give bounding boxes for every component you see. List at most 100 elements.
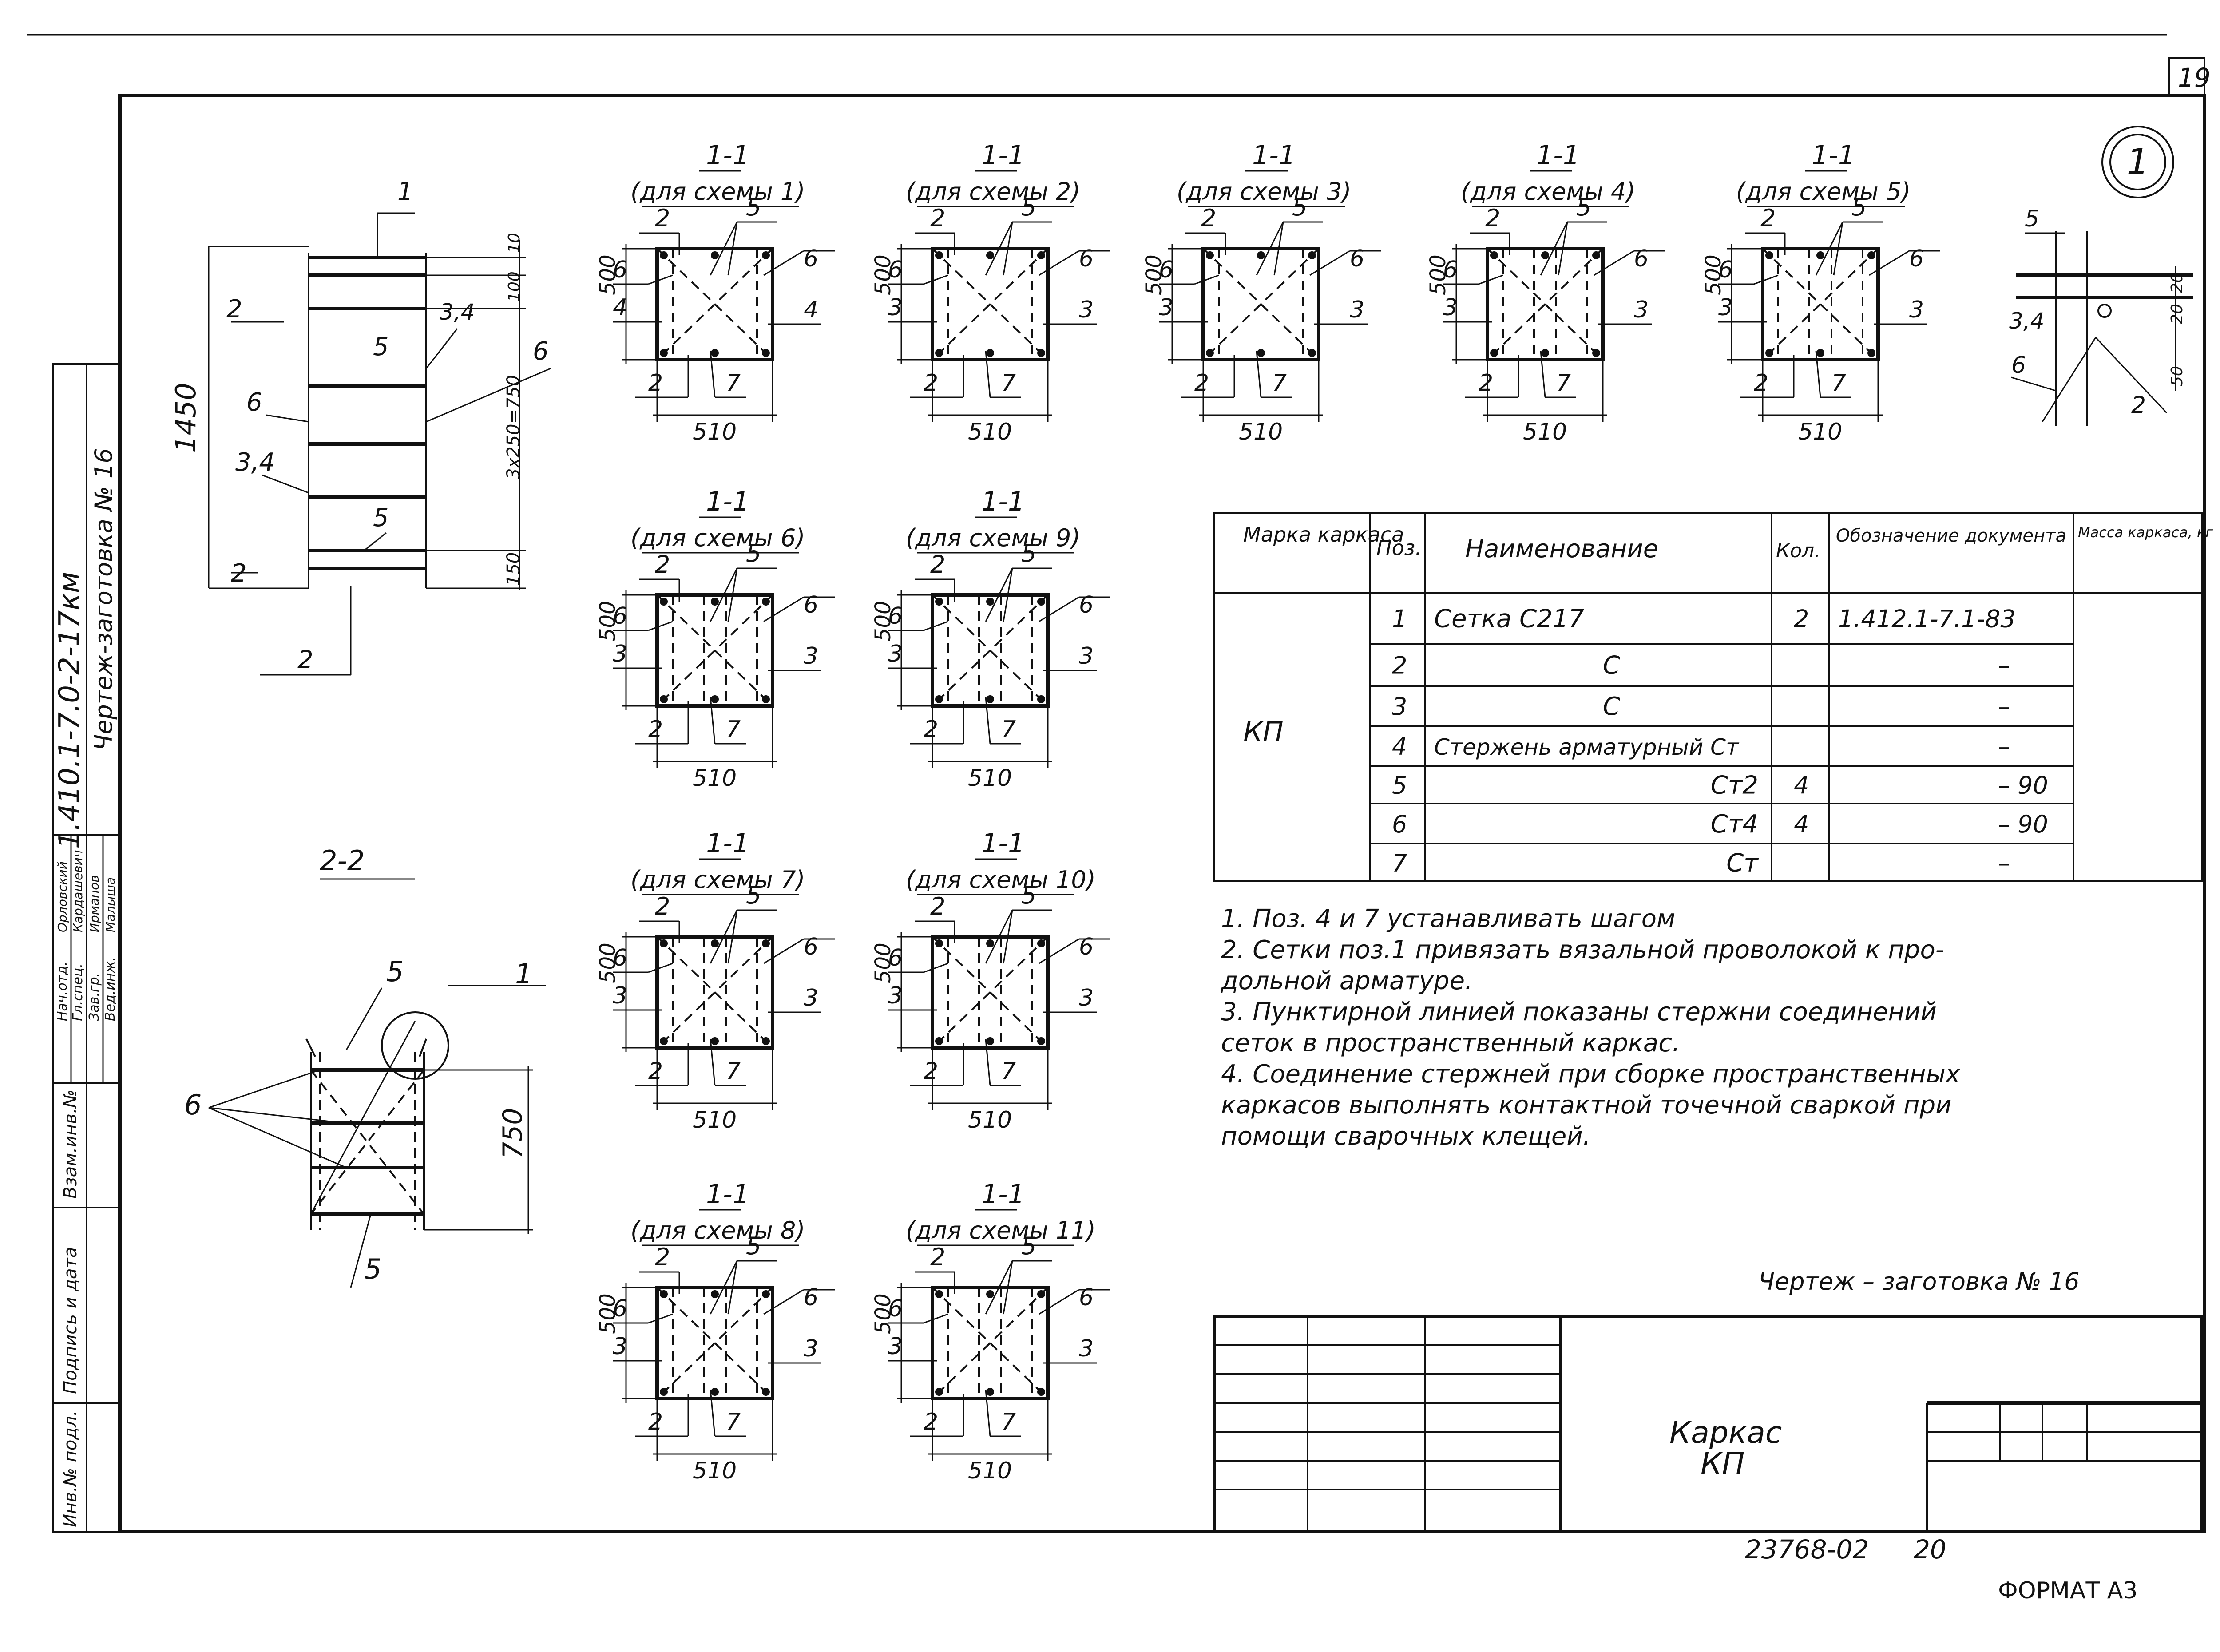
- label-pos-right2: 3: [1079, 297, 1094, 323]
- cell-doc: –: [1998, 652, 2010, 680]
- label-pos-5: 5: [746, 881, 761, 909]
- stamp-name-2: Кардашевич: [71, 850, 85, 932]
- cell-name: С: [1603, 651, 1620, 680]
- cell-pos: 2: [1392, 652, 1407, 680]
- section-height-dim: 500: [871, 943, 896, 983]
- label-pos-2-top: 2: [930, 204, 945, 232]
- svg-text:2-2: 2-2: [320, 844, 365, 877]
- label-pos-2-bottom: 2: [648, 370, 663, 396]
- label-pos-left2: 3: [888, 982, 903, 1009]
- svg-text:2: 2: [297, 646, 313, 674]
- label-pos-2-bottom: 2: [1479, 370, 1493, 396]
- label-pos-5: 5: [746, 1232, 761, 1260]
- label-pos-5: 5: [1021, 1232, 1036, 1260]
- section-height-dim: 500: [1142, 254, 1166, 295]
- svg-text:6: 6: [184, 1089, 202, 1121]
- label-pos-right2: 3: [1079, 985, 1094, 1011]
- section-title: 1-1: [981, 140, 1025, 171]
- svg-text:50: 50: [2168, 366, 2186, 386]
- label-pos-2-bottom: 2: [924, 370, 938, 396]
- label-pos-2-top: 2: [655, 204, 670, 232]
- label-pos-6-right: 6: [804, 934, 818, 960]
- section-width-dim: 510: [1523, 419, 1567, 445]
- label-pos-left2: 3: [888, 294, 903, 321]
- section-height-dim: 500: [1701, 254, 1726, 295]
- label-pos-2-bottom: 2: [1754, 370, 1768, 396]
- cell-qty: 4: [1794, 772, 1809, 800]
- svg-text:2: 2: [231, 559, 247, 588]
- section-title: 1-1: [706, 486, 749, 517]
- label-pos-left2: 3: [613, 982, 627, 1009]
- label-pos-7: 7: [726, 1409, 741, 1435]
- note-line: 4. Соединение стержней при сборке простр…: [1221, 1060, 1960, 1089]
- label-pos-5: 5: [1576, 193, 1591, 221]
- svg-text:КП: КП: [1243, 716, 1284, 748]
- section-title: 1-1: [981, 486, 1025, 517]
- title-block: Каркас КП: [1213, 1315, 2204, 1533]
- table-row: 2 С –: [1392, 651, 2010, 680]
- label-pos-2-bottom: 2: [924, 1409, 938, 1435]
- stamp-role-4: Вед.инж.: [103, 957, 118, 1021]
- section-width-dim: 510: [693, 419, 737, 445]
- section-schema: (для схемы 4): [1461, 178, 1635, 206]
- cell-doc: – 90: [1998, 810, 2048, 838]
- stamp-role-3: Зав.гр.: [87, 973, 102, 1021]
- label-pos-6-right: 6: [1634, 246, 1649, 272]
- section-schema: (для схемы 7): [630, 866, 805, 894]
- note-line: 1. Поз. 4 и 7 устанавливать шагом: [1221, 904, 1676, 933]
- page-count: 20: [1914, 1534, 1946, 1565]
- cell-name: Ст4: [1711, 810, 1758, 839]
- label-pos-7: 7: [726, 716, 741, 743]
- label-pos-2-bottom: 2: [1194, 370, 1209, 396]
- cell-name: Стержень арматурный Ст: [1434, 734, 1740, 760]
- section-height-dim: 500: [595, 1293, 620, 1334]
- label-pos-2-top: 2: [1201, 204, 1216, 232]
- svg-text:20: 20: [2168, 273, 2186, 293]
- section-title: 1-1: [1536, 140, 1580, 171]
- section-schema: (для схемы 6): [630, 524, 805, 552]
- section-2-2: 2-2 5 1 6 5 750: [184, 844, 546, 1288]
- section-schema: (для схемы 2): [906, 178, 1080, 206]
- svg-text:Обозначение документа: Обозначение документа: [1836, 526, 2066, 546]
- label-pos-left2: 3: [888, 1333, 903, 1360]
- section-height-dim: 500: [595, 943, 620, 983]
- label-pos-7: 7: [1556, 370, 1571, 396]
- label-pos-7: 7: [1001, 1409, 1016, 1435]
- label-pos-2-top: 2: [1760, 204, 1776, 232]
- cell-name: С: [1603, 692, 1620, 721]
- sheet-number-box: [2168, 57, 2205, 96]
- cell-pos: 1: [1392, 605, 1407, 633]
- label-pos-right2: 3: [1350, 297, 1364, 323]
- label-pos-7: 7: [1832, 370, 1846, 396]
- label-pos-right2: 4: [804, 297, 818, 323]
- section-height-dim: 500: [1426, 254, 1451, 295]
- note-line: каркасов выполнять контактной точечной с…: [1221, 1091, 1952, 1120]
- section-height-dim: 500: [871, 1293, 896, 1334]
- svg-text:Кол.: Кол.: [1776, 539, 1820, 562]
- elevation-view: 1450 10 100 3x250=750 150 1 2 2 2 5 3,4 …: [170, 177, 551, 676]
- section-schema: (для схемы 1): [630, 178, 805, 206]
- svg-text:2: 2: [226, 295, 242, 324]
- label-pos-left2: 3: [613, 641, 627, 667]
- section-schema: (для схемы 5): [1736, 178, 1911, 206]
- svg-text:1: 1: [397, 177, 413, 206]
- section-height-dim: 500: [595, 254, 620, 295]
- cell-pos: 4: [1392, 733, 1407, 761]
- cell-qty: 4: [1794, 810, 1809, 838]
- cell-name: Ст2: [1711, 771, 1758, 800]
- cell-pos: 6: [1392, 810, 1407, 838]
- svg-text:5: 5: [373, 503, 389, 532]
- section-width-dim: 510: [968, 1107, 1012, 1133]
- section-width-dim: 510: [968, 419, 1012, 445]
- label-pos-6-left: 6: [613, 1295, 627, 1322]
- svg-text:3,4: 3,4: [2009, 308, 2045, 334]
- label-pos-left2: 4: [613, 294, 627, 321]
- cell-pos: 5: [1392, 772, 1407, 800]
- svg-text:Каркас: Каркас: [1669, 1415, 1782, 1450]
